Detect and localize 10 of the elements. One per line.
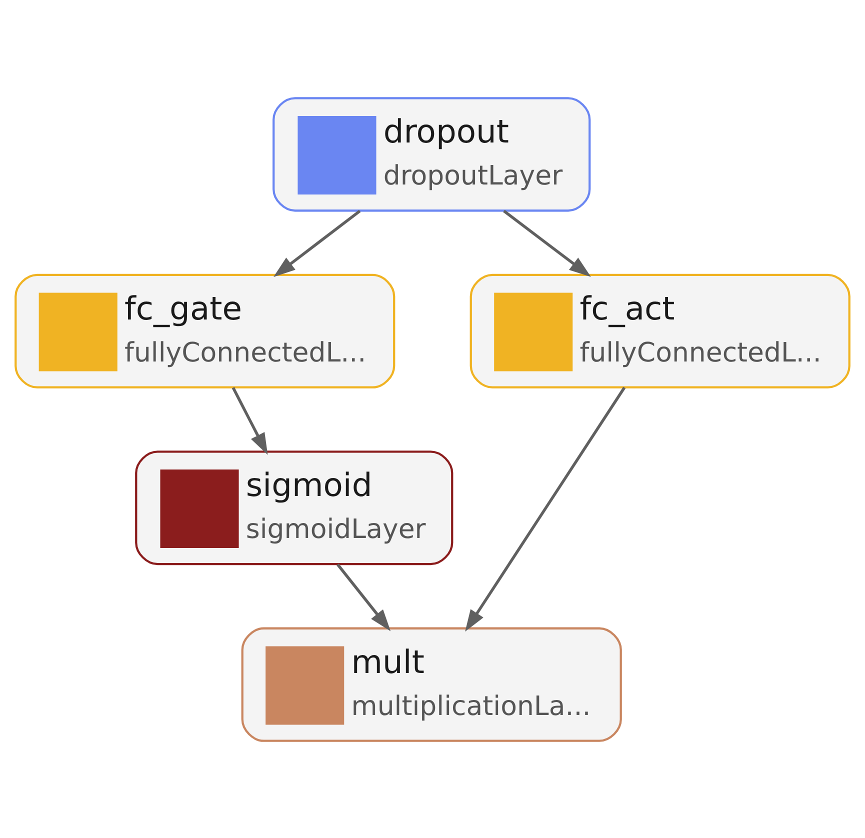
node-box: sigmoid sigmoidLayer <box>135 450 454 565</box>
node-box: mult multiplicationLa... <box>241 626 622 742</box>
arrow <box>232 386 268 454</box>
node-box: dropout dropoutLayer <box>272 96 591 212</box>
node-box: fc_gate fullyConnectedL... <box>14 273 396 388</box>
arrow <box>503 209 591 276</box>
arrow <box>336 563 391 631</box>
arrow <box>274 209 361 276</box>
arrow <box>465 386 626 632</box>
node-box: fc_act fullyConnectedL... <box>470 273 850 388</box>
